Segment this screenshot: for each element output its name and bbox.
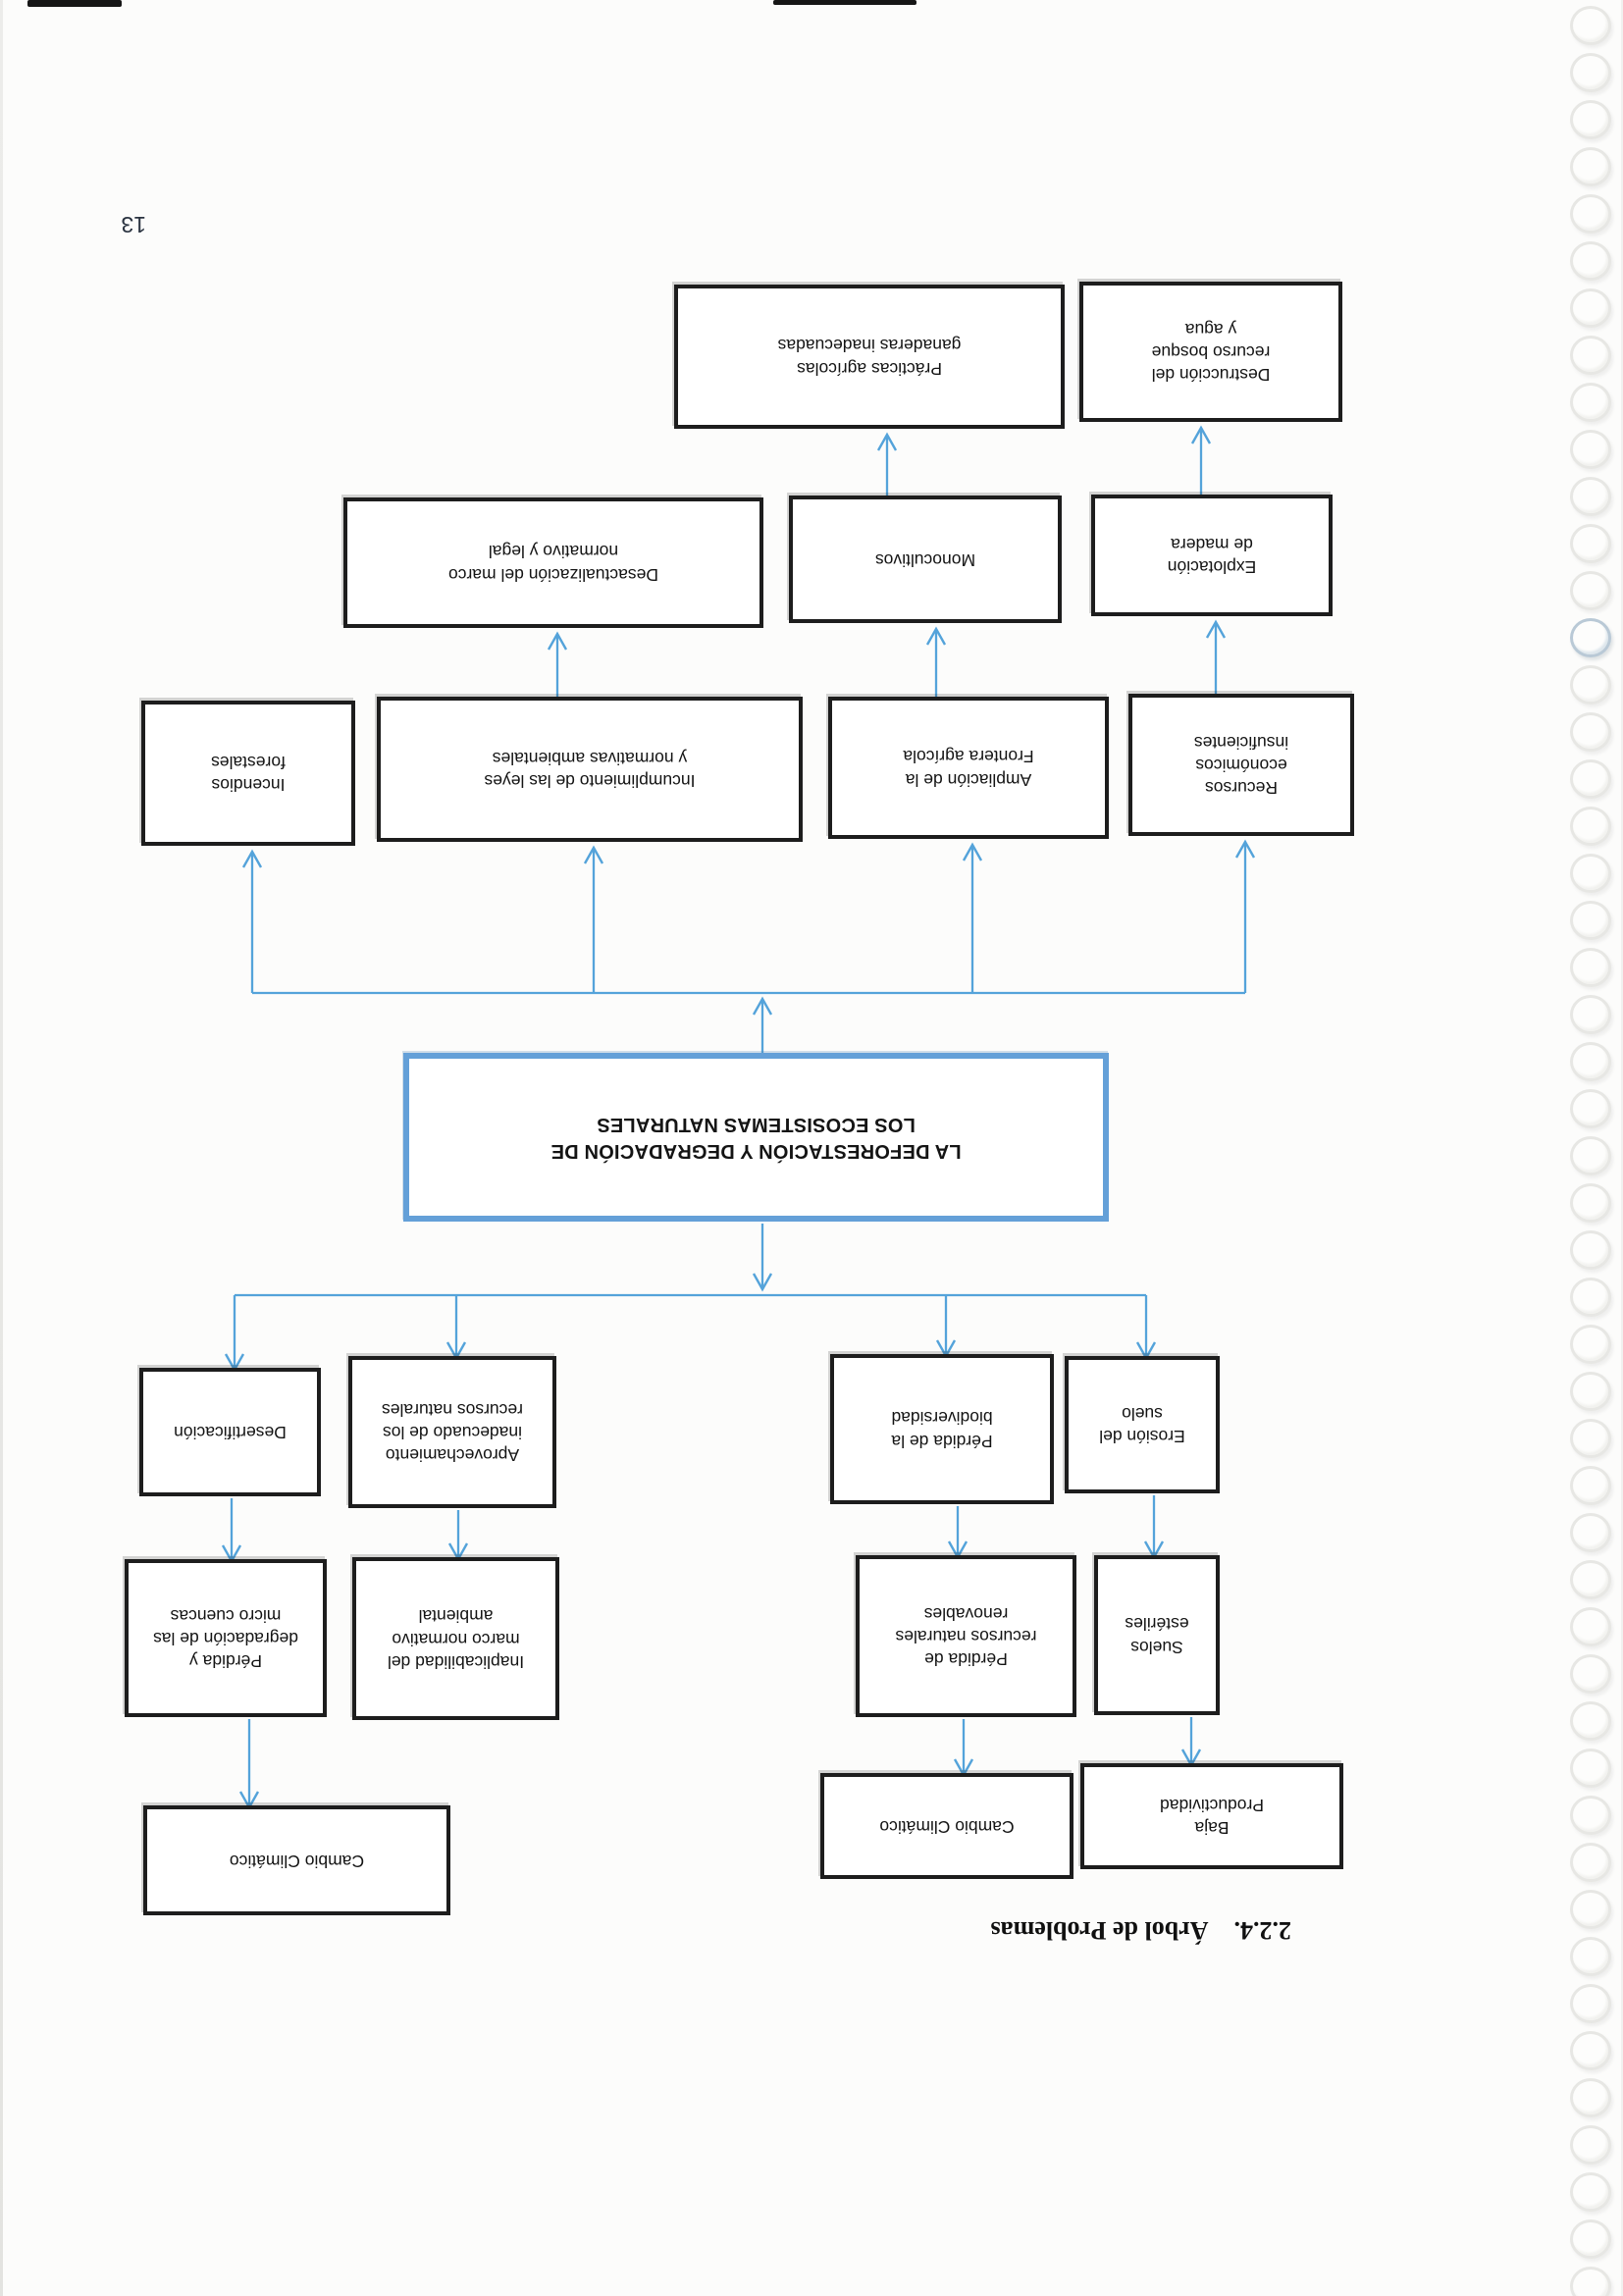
node-recursos-economicos: Recursos económicos insuficientes	[1128, 694, 1354, 836]
binding-hole	[1570, 1796, 1611, 1835]
node-practicas-agricolas: Prácticas agrícolas ganaderas inadecuada…	[674, 285, 1065, 429]
binding-hole	[1570, 901, 1611, 940]
spiral-binding-holes	[1570, 6, 1615, 2296]
binding-hole	[1570, 6, 1611, 45]
node-perdida-recursos-renovables: Pérdida de recursos naturales renovables	[856, 1555, 1076, 1717]
binding-hole	[1570, 430, 1611, 469]
binding-hole	[1570, 2078, 1611, 2117]
node-suelos-esteriles: Suelos estériles	[1094, 1555, 1220, 1715]
node-destruccion-bosque-agua: Destrucción del recurso bosque y agua	[1079, 282, 1342, 422]
binding-hole	[1570, 524, 1611, 563]
node-incumplimiento-leyes: Incumplimiento de las leyes y normativas…	[377, 697, 803, 842]
binding-hole	[1570, 1089, 1611, 1128]
scan-mark-top-center	[773, 0, 916, 5]
scan-mark-top-left	[27, 0, 122, 7]
binding-hole	[1570, 383, 1611, 422]
node-perdida-biodiversidad: Pérdida de la biodiversidad	[830, 1354, 1054, 1504]
page-right-edge-line	[1621, 0, 1623, 2296]
binding-hole	[1570, 665, 1611, 704]
binding-hole	[1570, 1278, 1611, 1317]
binding-hole	[1570, 2267, 1611, 2296]
node-central-problem: LA DEFORESTACIÓN Y DEGRADACIÓN DE LOS EC…	[403, 1053, 1109, 1222]
binding-hole	[1570, 1890, 1611, 1929]
binding-hole	[1570, 1372, 1611, 1411]
binding-hole	[1570, 948, 1611, 987]
binding-hole	[1570, 1843, 1611, 1882]
node-aprovechamiento-inadecuado: Aprovechamiento inadecuado de los recurs…	[348, 1356, 556, 1508]
node-monocultivos: Monocultivos	[789, 496, 1062, 623]
binding-hole	[1570, 100, 1611, 139]
binding-hole	[1570, 807, 1611, 846]
binding-hole	[1570, 1183, 1611, 1223]
binding-hole	[1570, 288, 1611, 328]
binding-hole	[1570, 2031, 1611, 2070]
binding-hole	[1570, 336, 1611, 375]
binding-hole	[1570, 1937, 1611, 1976]
binding-hole	[1570, 1607, 1611, 1646]
binding-hole	[1570, 618, 1611, 657]
node-ampliacion-frontera: Ampliación de la Frontera agrícola	[828, 697, 1109, 839]
node-desactualizacion-marco: Desactualización del marco normativo y l…	[343, 497, 763, 628]
binding-hole	[1570, 1984, 1611, 2023]
binding-hole	[1570, 53, 1611, 92]
binding-hole	[1570, 1701, 1611, 1741]
node-desertificacion: Desertificación	[139, 1368, 321, 1496]
binding-hole	[1570, 1230, 1611, 1270]
binding-hole	[1570, 2219, 1611, 2259]
binding-hole	[1570, 712, 1611, 752]
binding-hole	[1570, 241, 1611, 281]
binding-hole	[1570, 1136, 1611, 1175]
binding-hole	[1570, 1513, 1611, 1552]
node-cambio-climatico-centro: Cambio Climático	[820, 1773, 1073, 1879]
binding-hole	[1570, 1748, 1611, 1788]
node-incendios-forestales: Incendios forestales	[141, 701, 355, 846]
binding-hole	[1570, 147, 1611, 186]
binding-hole	[1570, 1654, 1611, 1694]
binding-hole	[1570, 194, 1611, 234]
binding-hole	[1570, 2125, 1611, 2165]
binding-hole	[1570, 759, 1611, 799]
page-left-edge-line	[0, 0, 3, 2296]
binding-hole	[1570, 1466, 1611, 1505]
binding-hole	[1570, 1560, 1611, 1599]
binding-hole	[1570, 995, 1611, 1034]
node-erosion-suelo: Erosión del suelo	[1065, 1356, 1220, 1493]
binding-hole	[1570, 854, 1611, 893]
node-baja-productividad: Baja Productividad	[1080, 1763, 1343, 1869]
binding-hole	[1570, 1325, 1611, 1364]
node-perdida-micro-cuencas: Pérdida y degradación de las micro cuenc…	[125, 1559, 327, 1717]
binding-hole	[1570, 1419, 1611, 1458]
binding-hole	[1570, 571, 1611, 610]
node-cambio-climatico-izq: Cambio Climático	[143, 1805, 450, 1915]
binding-hole	[1570, 1042, 1611, 1081]
binding-hole	[1570, 477, 1611, 516]
node-explotacion-madera: Explotación de madera	[1091, 495, 1333, 616]
binding-hole	[1570, 2172, 1611, 2212]
node-inaplicabilidad-marco: Inaplicabilidad del marco normativo ambi…	[352, 1557, 559, 1720]
